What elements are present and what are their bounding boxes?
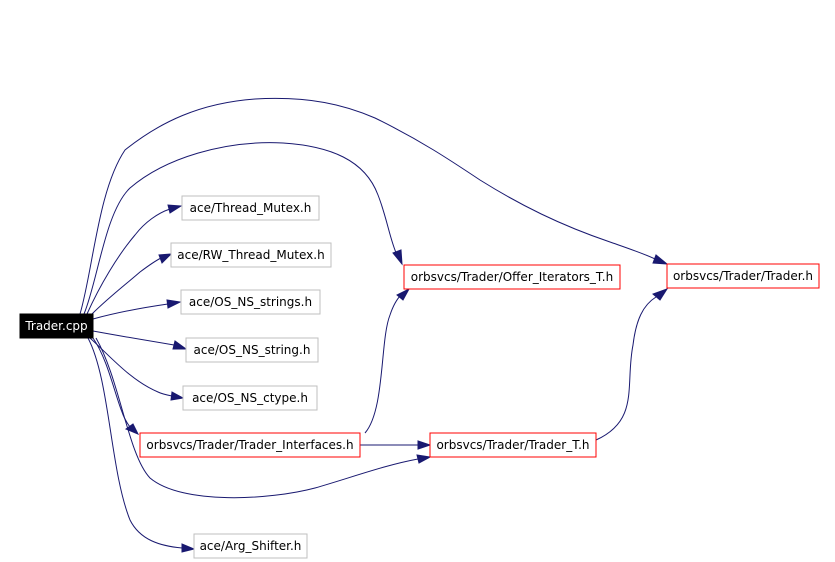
edge-trader-cpp-to-rw-thread-mutex bbox=[91, 253, 173, 315]
node-label: orbsvcs/Trader/Trader.h bbox=[673, 269, 813, 283]
node-label: ace/OS_NS_strings.h bbox=[189, 295, 312, 309]
node-thread-mutex[interactable]: ace/Thread_Mutex.h bbox=[181, 195, 320, 221]
edge-trader-cpp-to-trader-t bbox=[95, 337, 432, 499]
edge-trader-cpp-to-arg-shifter bbox=[87, 337, 196, 553]
edge-trader-cpp-to-os-ns-strings bbox=[92, 299, 182, 320]
edge-trader-cpp-to-thread-mutex bbox=[86, 204, 183, 315]
edge-trader-cpp-to-os-ns-ctype bbox=[89, 337, 185, 401]
node-label: ace/RW_Thread_Mutex.h bbox=[177, 248, 324, 262]
node-label: Trader.cpp bbox=[24, 319, 87, 333]
nodes: Trader.cpp ace/Thread_Mutex.h ace/RW_Thr… bbox=[19, 195, 820, 559]
node-os-ns-string[interactable]: ace/OS_NS_string.h bbox=[185, 337, 319, 363]
node-trader-h[interactable]: orbsvcs/Trader/Trader.h bbox=[666, 263, 820, 289]
node-label: orbsvcs/Trader/Trader_Interfaces.h bbox=[146, 438, 353, 452]
node-label: ace/Thread_Mutex.h bbox=[190, 201, 312, 215]
node-trader-interfaces[interactable]: orbsvcs/Trader/Trader_Interfaces.h bbox=[139, 432, 361, 458]
node-os-ns-strings[interactable]: ace/OS_NS_strings.h bbox=[180, 289, 321, 315]
node-trader-cpp[interactable]: Trader.cpp bbox=[19, 313, 94, 339]
node-rw-thread-mutex[interactable]: ace/RW_Thread_Mutex.h bbox=[170, 242, 332, 268]
node-arg-shifter[interactable]: ace/Arg_Shifter.h bbox=[193, 533, 308, 559]
node-label: ace/OS_NS_ctype.h bbox=[192, 391, 308, 405]
node-label: orbsvcs/Trader/Trader_T.h bbox=[436, 438, 589, 452]
edge-trader-cpp-to-os-ns-string bbox=[92, 330, 188, 350]
edge-trader-cpp-to-offer-iterators bbox=[83, 142, 403, 315]
edge-trader-t-to-trader-h bbox=[595, 288, 669, 441]
node-offer-iterators-t[interactable]: orbsvcs/Trader/Offer_Iterators_T.h bbox=[403, 264, 621, 290]
node-label: orbsvcs/Trader/Offer_Iterators_T.h bbox=[411, 270, 613, 284]
edge-trader-cpp-to-trader-interfaces bbox=[92, 337, 140, 435]
edge-trader-cpp-to-trader-h bbox=[79, 97, 669, 315]
node-trader-t[interactable]: orbsvcs/Trader/Trader_T.h bbox=[429, 432, 597, 458]
edge-trader-interfaces-to-trader-t bbox=[359, 440, 432, 450]
node-label: ace/OS_NS_string.h bbox=[194, 343, 311, 357]
node-label: ace/Arg_Shifter.h bbox=[200, 539, 302, 553]
edge-trader-interfaces-to-offer-iterators bbox=[364, 287, 411, 434]
node-os-ns-ctype[interactable]: ace/OS_NS_ctype.h bbox=[182, 385, 318, 411]
edges bbox=[79, 97, 669, 553]
